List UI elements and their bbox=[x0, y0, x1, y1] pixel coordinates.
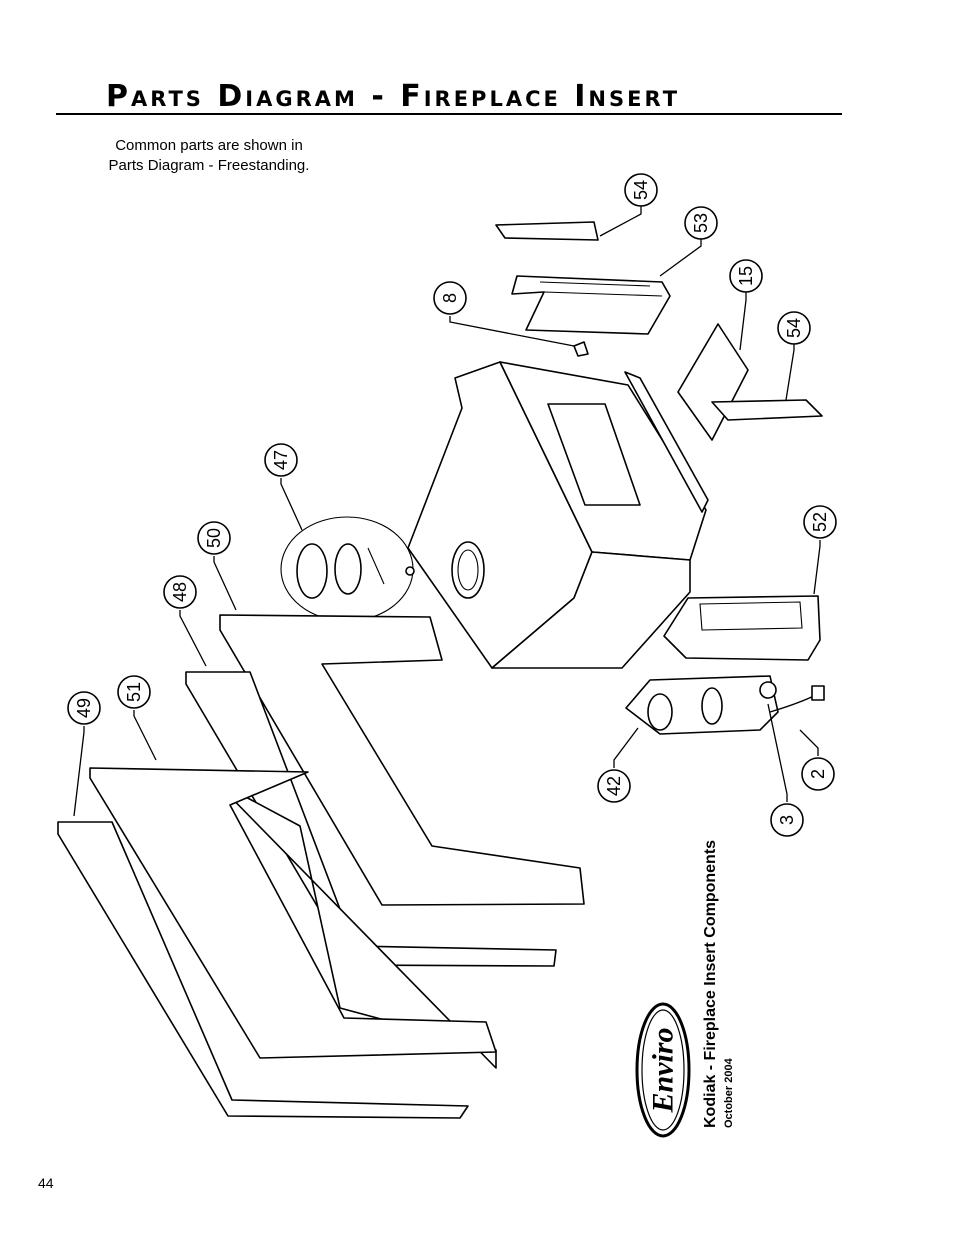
intro-note-line-1: Common parts are shown in bbox=[115, 137, 303, 154]
part-47-collar-detail bbox=[280, 516, 415, 622]
svg-text:53: 53 bbox=[691, 213, 711, 233]
callout-52: 52 bbox=[803, 505, 837, 539]
svg-text:54: 54 bbox=[784, 318, 804, 338]
callout-50: 50 bbox=[197, 521, 231, 555]
caption-date: October 2004 bbox=[723, 1058, 735, 1128]
svg-text:51: 51 bbox=[124, 682, 144, 702]
part-54-lower-shield bbox=[711, 399, 823, 421]
svg-text:48: 48 bbox=[170, 582, 190, 602]
part-8-clip bbox=[573, 341, 589, 357]
stove-body bbox=[407, 361, 709, 669]
svg-text:Enviro: Enviro bbox=[647, 1027, 680, 1113]
svg-text:42: 42 bbox=[604, 776, 624, 796]
part-52-grille bbox=[663, 595, 821, 661]
part-53-top-baffle bbox=[511, 275, 671, 335]
title-rule bbox=[56, 113, 842, 115]
svg-text:2: 2 bbox=[808, 769, 828, 779]
callout-3: 3 bbox=[770, 803, 804, 837]
part-50-top-trim bbox=[219, 614, 585, 906]
svg-text:54: 54 bbox=[631, 180, 651, 200]
svg-text:47: 47 bbox=[271, 450, 291, 470]
part-2-cord bbox=[769, 685, 825, 713]
enviro-logo: Enviro bbox=[635, 1002, 691, 1138]
svg-text:50: 50 bbox=[204, 528, 224, 548]
svg-text:8: 8 bbox=[440, 293, 460, 303]
caption-block: Kodiak - Fireplace Insert Components Oct… bbox=[700, 840, 736, 1128]
part-51-surround bbox=[89, 767, 497, 1059]
part-42-blower bbox=[625, 675, 779, 735]
caption-title: Kodiak - Fireplace Insert Components bbox=[702, 839, 719, 1128]
callout-54-lower: 54 bbox=[777, 311, 811, 345]
part-15-panel bbox=[677, 323, 749, 441]
svg-text:15: 15 bbox=[736, 266, 756, 286]
part-54-top-shield bbox=[495, 221, 599, 241]
callout-54-top: 54 bbox=[624, 173, 658, 207]
callout-leaders bbox=[73, 206, 821, 817]
callout-8: 8 bbox=[433, 281, 467, 315]
callout-51: 51 bbox=[117, 675, 151, 709]
callout-15: 15 bbox=[729, 259, 763, 293]
svg-text:49: 49 bbox=[74, 698, 94, 718]
page-title: Parts Diagram - Fireplace Insert bbox=[106, 79, 681, 114]
callout-42: 42 bbox=[597, 769, 631, 803]
callout-49: 49 bbox=[67, 691, 101, 725]
svg-text:52: 52 bbox=[810, 512, 830, 532]
svg-text:3: 3 bbox=[777, 815, 797, 825]
part-49-outer-frame bbox=[57, 821, 469, 1119]
page-number: 44 bbox=[38, 1175, 54, 1191]
callout-48: 48 bbox=[163, 575, 197, 609]
intro-note: Common parts are shown in Parts Diagram … bbox=[84, 136, 334, 176]
callout-47: 47 bbox=[264, 443, 298, 477]
intro-note-line-2: Parts Diagram - Freestanding. bbox=[108, 157, 310, 174]
callout-2: 2 bbox=[801, 757, 835, 791]
callout-53: 53 bbox=[684, 206, 718, 240]
